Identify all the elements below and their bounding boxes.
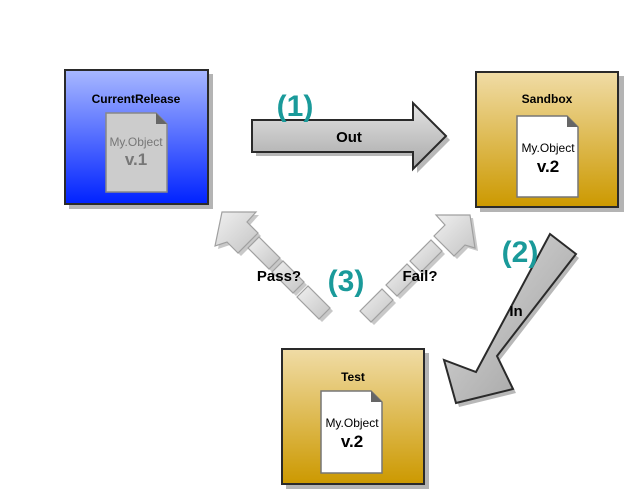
document-icon: My.Object v.2 (516, 115, 579, 198)
arrow-body (251, 100, 448, 172)
node-sandbox[interactable]: Sandbox My.Object v.2 (475, 71, 624, 212)
step-number-1: (1) (277, 90, 314, 123)
document-icon: My.Object v.2 (320, 390, 383, 474)
arrow-body (214, 211, 331, 320)
step-number-2: (2) (502, 236, 539, 269)
document-name: My.Object (109, 135, 163, 149)
document-name: My.Object (521, 141, 575, 155)
document-version: v.2 (341, 432, 363, 451)
arrow-body (442, 232, 578, 405)
node-test[interactable]: Test My.Object v.2 (281, 348, 429, 489)
step-number-3: (3) (328, 265, 365, 298)
node-current-release[interactable]: CurrentRelease My.Object v.1 (64, 69, 213, 209)
arrow-in: In (442, 232, 579, 407)
document-version: v.1 (125, 150, 147, 169)
document-version: v.2 (537, 157, 559, 176)
arrow-label: In (509, 303, 522, 320)
document-name: My.Object (325, 416, 379, 430)
arrow-pass: Pass? (214, 211, 333, 322)
arrow-body (359, 214, 476, 323)
arrow-label: Out (336, 129, 362, 146)
node-title: Sandbox (522, 92, 573, 106)
document-icon: My.Object v.1 (105, 112, 168, 193)
arrow-out: Out (251, 100, 450, 173)
arrow-label: Pass? (257, 268, 301, 285)
arrow-label: Fail? (402, 268, 437, 285)
node-title: Test (341, 370, 365, 384)
arrow-fail: Fail? (359, 214, 478, 325)
node-title: CurrentRelease (92, 92, 181, 106)
